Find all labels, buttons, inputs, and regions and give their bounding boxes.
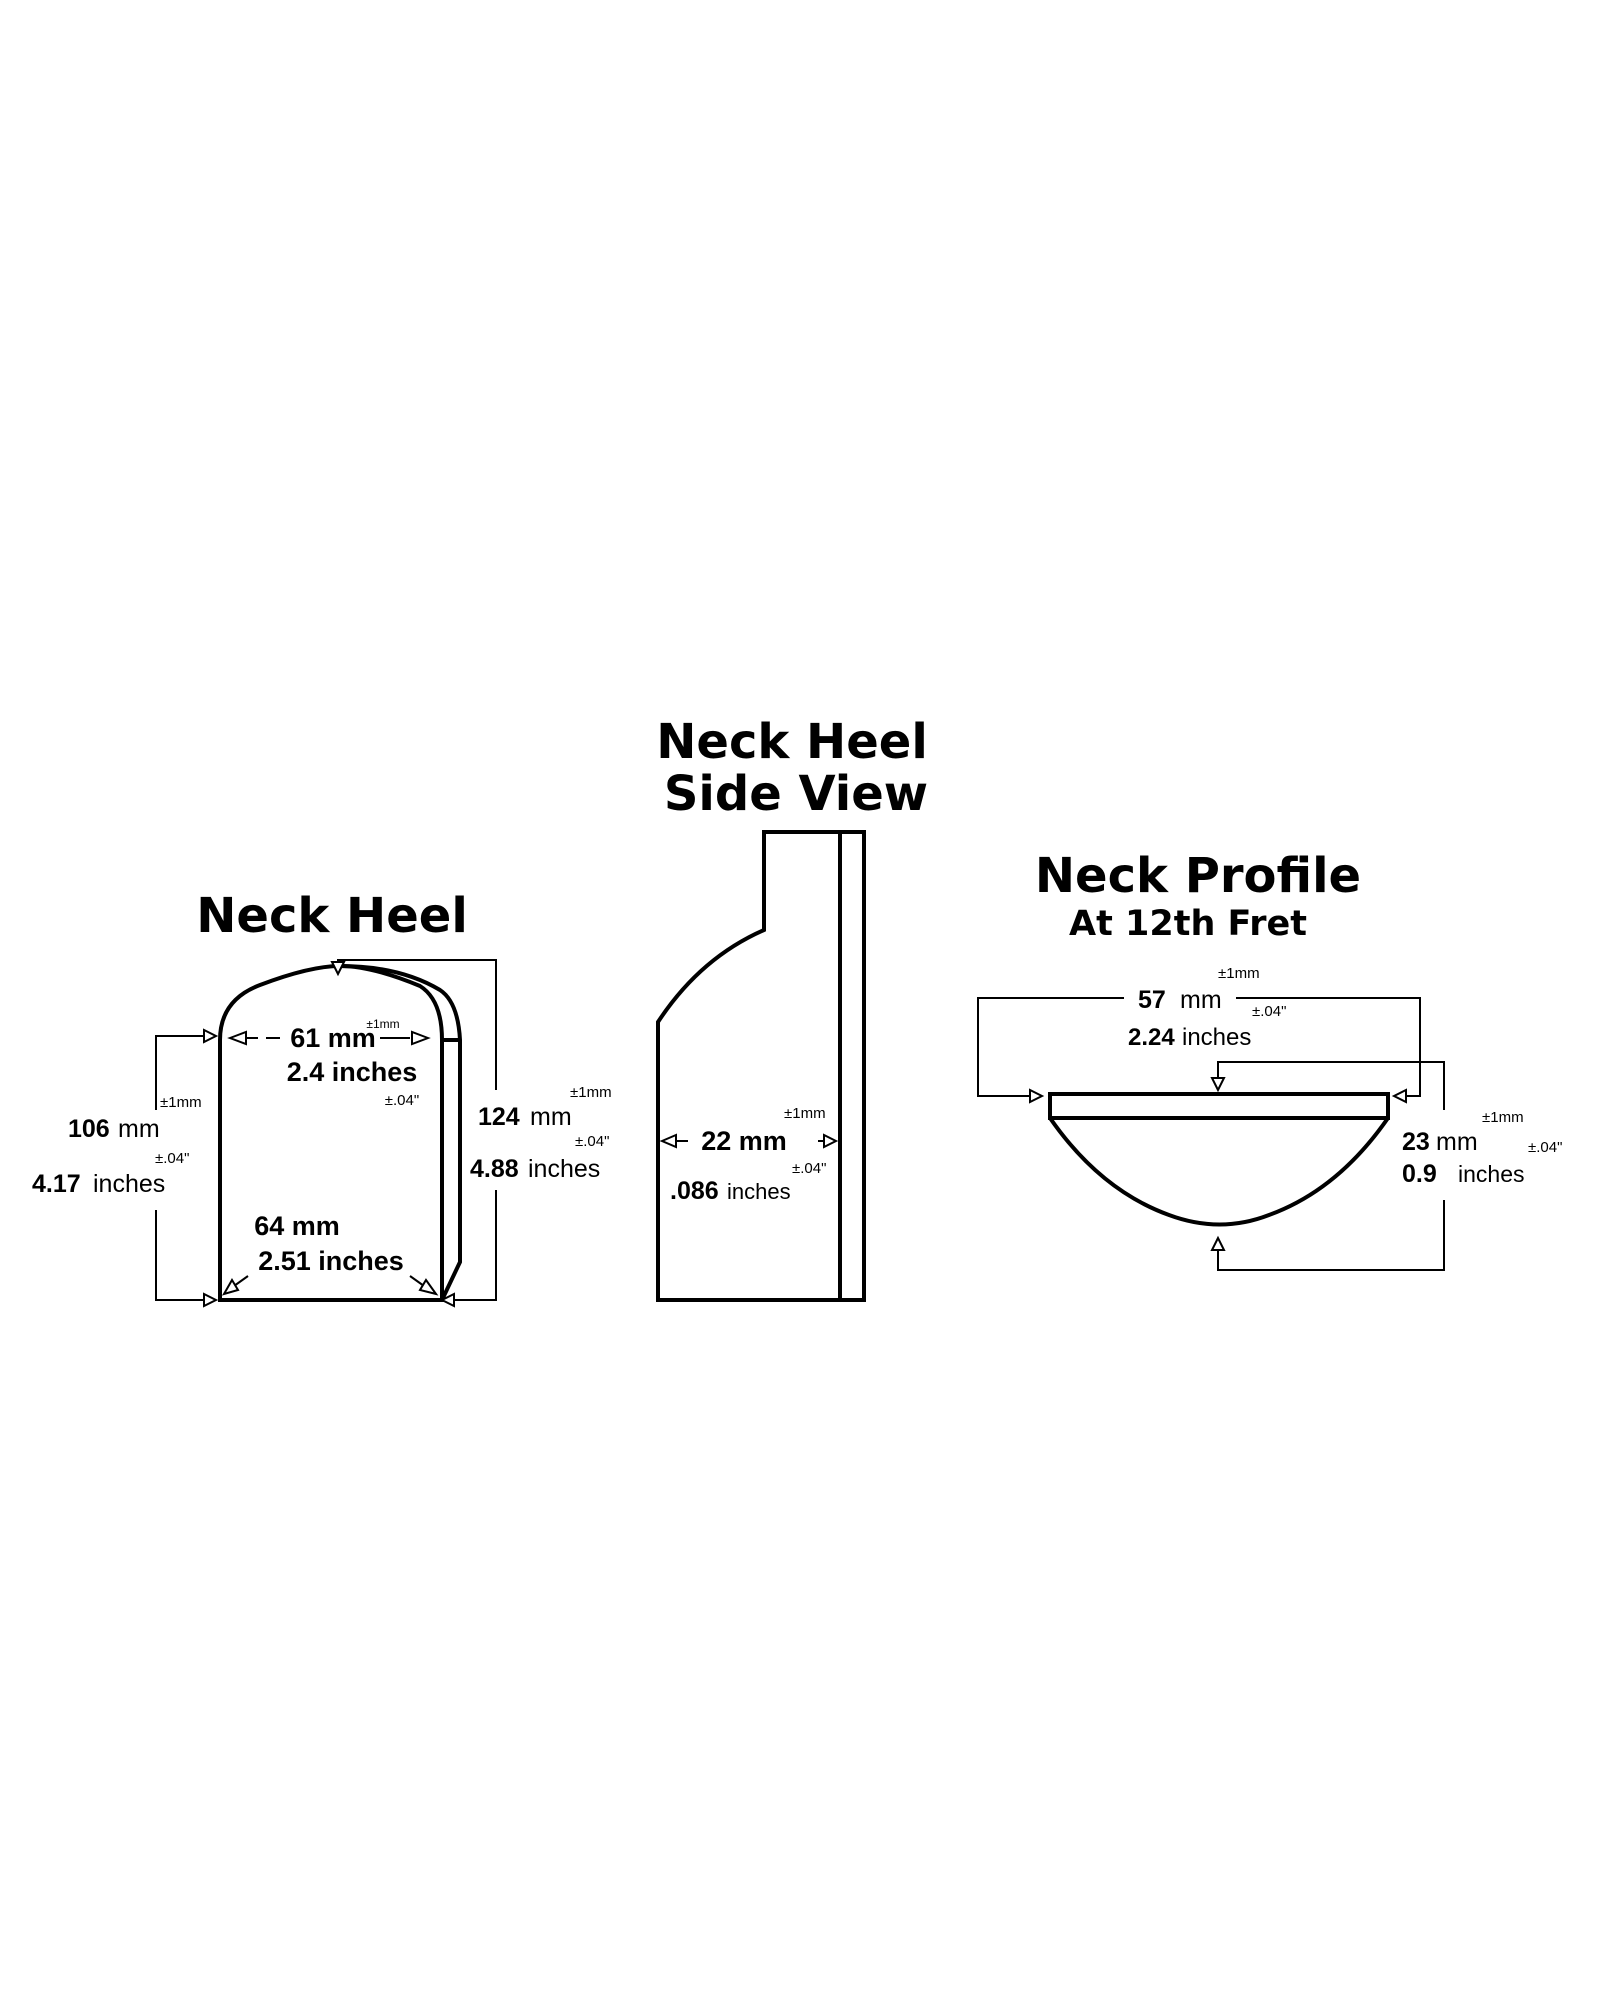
side-view-depth-inches-value: .086: [670, 1177, 719, 1205]
neck-heel-width-top-mm: 61 mm: [290, 1023, 376, 1053]
neck-profile-width-mm-unit: mm: [1180, 986, 1222, 1014]
side-view-depth-tol-mm: ±1mm: [784, 1105, 826, 1122]
neck-profile-fretboard: [1048, 1092, 1390, 1120]
neck-heel-height-left-mm-value: 106: [68, 1115, 110, 1143]
neck-heel-width-bottom-line-left: [233, 1275, 249, 1287]
neck-heel-height-left-label-bg: [60, 1110, 216, 1210]
neck-heel-height-right-inches-unit: inches: [528, 1155, 600, 1183]
neck-heel-width-bottom-arrow-right: [418, 1278, 439, 1296]
neck-heel-height-right-tol-in: ±.04": [575, 1133, 609, 1150]
neck-profile-width-arrow-left: [1029, 1088, 1045, 1104]
neck-heel-width-bottom-mm: 64 mm: [254, 1211, 340, 1241]
neck-heel-height-left-inches-unit: inches: [93, 1170, 165, 1198]
neck-heel-height-right-label-bg: [468, 1090, 618, 1190]
neck-heel-width-bottom-line-right: [409, 1275, 425, 1287]
neck-heel-height-right-arrow-top: [330, 961, 346, 977]
neck-profile-depth-mm-unit: mm: [1436, 1128, 1478, 1156]
neck-heel-height-left-arrow-top: [203, 1028, 219, 1044]
neck-profile-figure: Neck Profile At 12th Fret 57 mm ±1mm ±.0…: [977, 848, 1574, 1271]
side-view-depth-arrow-left: [659, 1133, 677, 1149]
side-view-depth-arrow-right: [823, 1133, 839, 1149]
neck-profile-depth-arrow-top: [1210, 1077, 1226, 1093]
neck-heel-height-right-arrow-bottom: [439, 1292, 455, 1308]
neck-profile-width-arrow-right: [1391, 1088, 1407, 1104]
neck-profile-width-tol-in: ±.04": [1252, 1003, 1286, 1020]
neck-heel-height-right-mm-unit: mm: [530, 1103, 572, 1131]
neck-profile-width-bracket-left: [977, 997, 1124, 1097]
neck-profile-depth-mm-value: 23: [1402, 1128, 1430, 1156]
neck-profile-neck-curve: [1048, 1116, 1390, 1227]
side-view-depth-inches-unit: inches: [727, 1179, 791, 1204]
neck-profile-depth-tol-mm: ±1mm: [1482, 1109, 1524, 1126]
neck-profile-depth-tol-in: ±.04": [1528, 1139, 1562, 1156]
side-view-outline: [656, 830, 866, 1302]
neck-heel-height-left-tol-mm: ±1mm: [160, 1094, 202, 1111]
neck-heel-height-right-mm-value: 124: [478, 1103, 520, 1131]
neck-heel-height-left-mm-unit: mm: [118, 1115, 160, 1143]
neck-profile-depth-inches-value: 0.9: [1402, 1160, 1437, 1188]
side-view-depth-tol-in: ±.04": [792, 1160, 826, 1177]
neck-heel-height-left-inches-value: 4.17: [32, 1170, 81, 1198]
side-view-depth-mm: 22 mm: [701, 1126, 787, 1156]
neck-heel-thickness-edge: [339, 964, 462, 1301]
neck-heel-height-left-tol-in: ±.04": [155, 1150, 189, 1167]
neck-profile-depth-arrow-bottom: [1210, 1235, 1226, 1251]
side-view-title-line2: Side View: [664, 766, 928, 822]
neck-heel-height-right-tol-mm: ±1mm: [570, 1084, 612, 1101]
neck-profile-width-mm-value: 57: [1138, 986, 1166, 1014]
neck-profile-width-bracket-right: [1236, 997, 1421, 1097]
neck-profile-depth-inches-unit: inches: [1458, 1161, 1524, 1187]
neck-profile-width-tol-mm: ±1mm: [1218, 965, 1260, 982]
neck-heel-width-top-arrow-right: [411, 1030, 431, 1046]
neck-heel-width-top-inches: 2.4 inches: [287, 1057, 418, 1087]
neck-profile-depth-label-bg: [1396, 1110, 1574, 1200]
neck-heel-height-left-arrow-bottom: [203, 1292, 219, 1308]
neck-heel-width-top-tol-mm: ±1mm: [366, 1017, 399, 1031]
side-view-figure: Neck Heel Side View 22 mm ±1mm ±.04" .08…: [656, 714, 928, 1302]
neck-heel-width-top-tol-in: ±.04": [385, 1092, 419, 1109]
neck-profile-width-inches-unit: inches: [1182, 1024, 1251, 1051]
neck-profile-subtitle: At 12th Fret: [1069, 904, 1307, 944]
neck-heel-figure: Neck Heel 61 mm ±1mm 2.4 inches ±.04" 10…: [32, 888, 618, 1308]
neck-heel-width-bottom-inches: 2.51 inches: [258, 1246, 404, 1276]
neck-profile-width-inches-value: 2.24: [1128, 1024, 1175, 1051]
neck-heel-width-bottom-arrow-left: [221, 1278, 240, 1296]
neck-heel-height-right-inches-value: 4.88: [470, 1155, 519, 1183]
side-view-title-line1: Neck Heel: [656, 714, 928, 770]
neck-heel-width-top-arrow-left: [227, 1030, 247, 1046]
neck-profile-title: Neck Profile: [1035, 848, 1361, 904]
neck-heel-title: Neck Heel: [196, 888, 468, 944]
